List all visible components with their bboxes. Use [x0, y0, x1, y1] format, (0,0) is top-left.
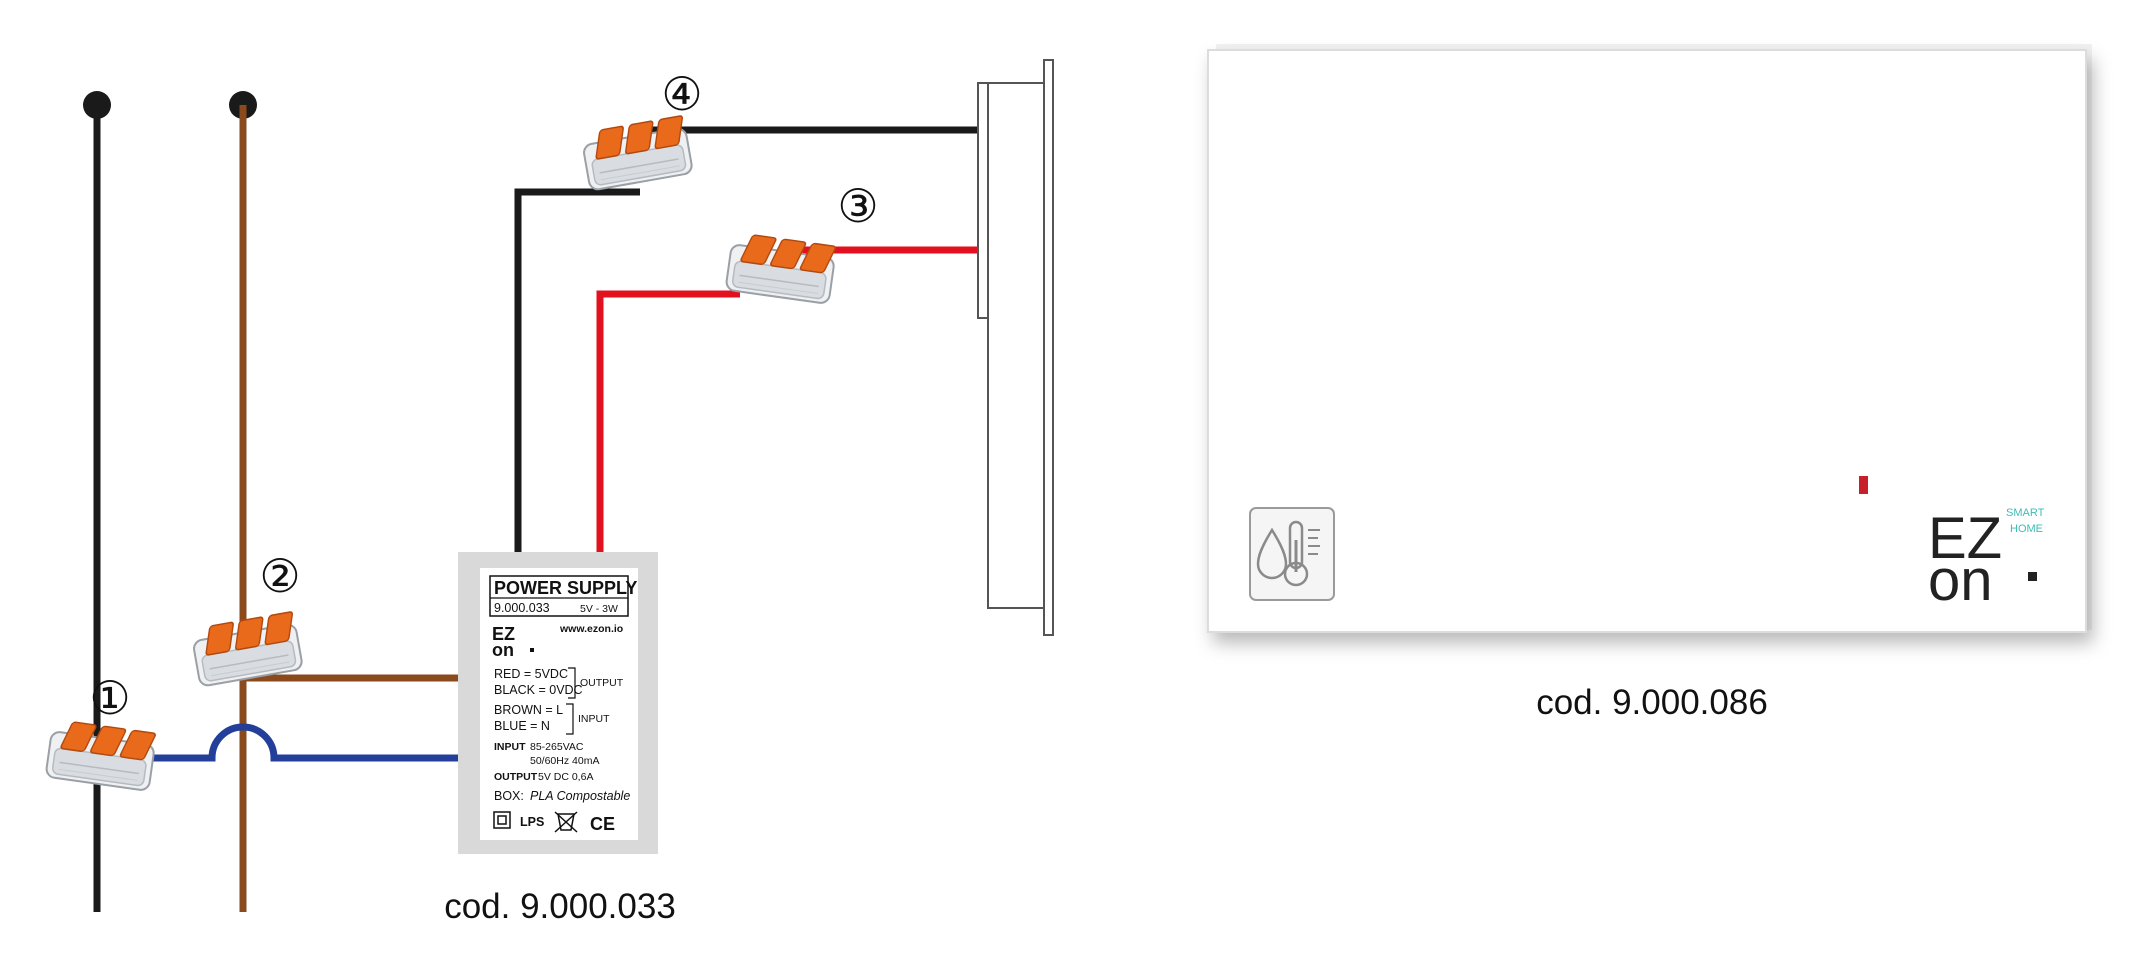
psu-logo-top: EZ: [492, 624, 515, 644]
psu-title: POWER SUPPLY: [494, 578, 637, 598]
ezon-logo: EZ on SMART HOME: [1928, 506, 2045, 613]
marker-3: ③: [837, 179, 878, 233]
psu-input-group: INPUT: [578, 713, 610, 725]
sensor-caption: cod. 9.000.086: [1536, 683, 1768, 722]
psu-input-spec-2: 50/60Hz 40mA: [530, 755, 599, 767]
ezon-logo-bottom: on: [1928, 548, 1993, 613]
weee-bin-icon: [554, 811, 578, 833]
wago-connector-4: [579, 114, 695, 192]
psu-red-line: RED = 5VDC: [494, 667, 568, 681]
psu-lps: LPS: [520, 815, 544, 829]
psu-code: 9.000.033: [494, 601, 550, 615]
blue-wire: [97, 723, 460, 762]
ezon-smart: SMART: [2006, 507, 2045, 519]
red-wire-output: [596, 290, 740, 553]
power-supply: POWER SUPPLY 9.000.033 5V - 3W EZ on www…: [458, 552, 658, 854]
psu-box-material: PLA Compostable: [530, 789, 630, 803]
psu-blue-line: BLUE = N: [494, 719, 550, 733]
marker-1: ①: [89, 671, 130, 725]
thermometer-humidity-icon: [1249, 507, 1335, 601]
device-side-view: [977, 59, 1054, 636]
double-insulation-icon: [493, 811, 511, 829]
wago-connector-3: [724, 231, 838, 306]
psu-output-spec: 5V DC 0,6A: [538, 771, 593, 783]
psu-output-label: OUTPUT: [494, 771, 538, 783]
psu-website: www.ezon.io: [559, 623, 623, 635]
wago-connector-1: [44, 718, 158, 793]
psu-brown-line: BROWN = L: [494, 703, 563, 717]
psu-black-line: BLACK = 0VDC: [494, 683, 583, 697]
psu-logo-bottom: on: [492, 640, 514, 660]
marker-2: ②: [259, 549, 300, 603]
ezon-logo-top: EZ: [1928, 506, 2002, 571]
ezon-home: HOME: [2010, 523, 2043, 535]
status-led: [1859, 476, 1868, 494]
psu-output-group: OUTPUT: [580, 677, 624, 689]
psu-input-spec-1: 85-265VAC: [530, 741, 584, 753]
psu-input-label: INPUT: [494, 741, 526, 753]
sensor-device: EZ on SMART HOME: [1207, 44, 2092, 633]
psu-rating: 5V - 3W: [580, 603, 618, 615]
power-supply-caption: cod. 9.000.033: [444, 887, 676, 926]
psu-box-label: BOX:: [494, 789, 524, 803]
black-wire-output: [514, 188, 640, 553]
marker-4: ④: [661, 67, 702, 121]
psu-ce-mark: CE: [590, 814, 615, 834]
